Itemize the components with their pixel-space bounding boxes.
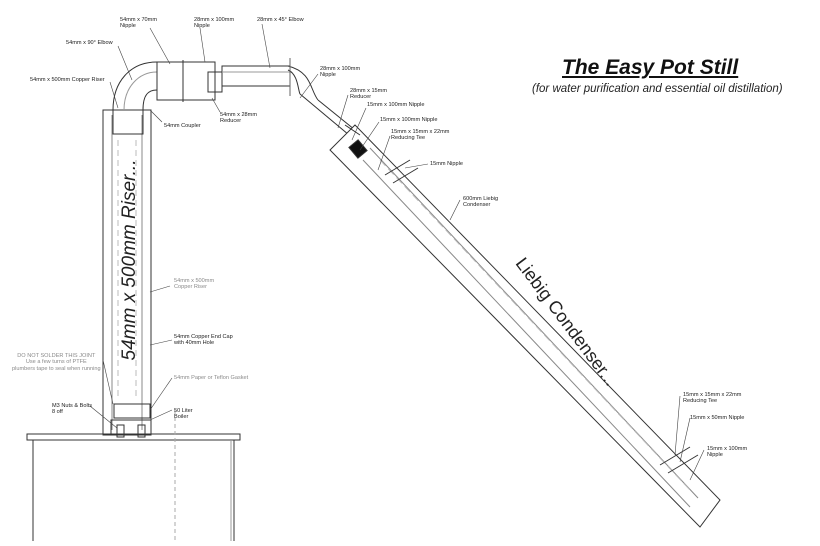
label-no-solder-note: DO NOT SOLDER THIS JOINT Use a few turns… <box>12 353 101 372</box>
label-nipple-15: 15mm Nipple <box>430 161 463 167</box>
riser-caption: 54mm x 500mm Riser... <box>119 159 140 361</box>
label-nipple-15x100-bottom: 15mm x 100mm Nipple <box>707 446 748 459</box>
label-end-cap: 54mm Copper End Cap with 40mm Hole <box>174 334 233 347</box>
label-nipple-54x70: 54mm x 70mm Nipple <box>120 17 157 30</box>
label-nipple-15x100-a: 15mm x 100mm Nipple <box>367 102 425 108</box>
label-nipple-28x100-top: 28mm x 100mm Nipple <box>194 17 235 30</box>
label-copper-riser-54x500: 54mm x 500mm Copper Riser <box>30 77 105 83</box>
label-nuts-bolts: M3 Nuts & Bolts 8 off <box>52 403 93 416</box>
label-nipple-28x100-angled: 28mm x 100mm Nipple <box>320 66 361 79</box>
label-nipple-15x50: 15mm x 50mm Nipple <box>690 415 745 421</box>
label-liebig-600: 600mm Liebig Condenser <box>463 196 499 209</box>
condenser-body <box>299 93 721 528</box>
elbow-45 <box>287 58 319 101</box>
label-tee-15x15x22-top: 15mm x 15mm x 22mm Reducing Tee <box>391 129 450 142</box>
label-elbow-54x90: 54mm x 90° Elbow <box>66 40 113 46</box>
label-elbow-28x45: 28mm x 45° Elbow <box>257 17 304 23</box>
label-coupler-54: 54mm Coupler <box>164 123 201 129</box>
leader-lines <box>89 23 705 481</box>
boiler-drum <box>26 410 241 541</box>
elbow-90 <box>112 61 158 111</box>
label-reducer-54x28: 54mm x 28mm Reducer <box>220 112 257 125</box>
label-reducer-28x15: 28mm x 15mm Reducer <box>350 88 387 101</box>
label-gasket: 54mm Paper or Teflon Gasket <box>174 375 249 381</box>
label-boiler: 50 Liter Boiler <box>174 408 193 421</box>
label-copper-riser-grey: 54mm x 500mm Copper Riser <box>174 278 215 291</box>
label-nipple-15x100-b: 15mm x 100mm Nipple <box>380 117 438 123</box>
diagram-title: The Easy Pot Still <box>562 56 739 79</box>
horizontal-nipples <box>156 60 291 102</box>
copper-riser <box>102 109 152 438</box>
label-tee-15x15x22-bottom: 15mm x 15mm x 22mm Reducing Tee <box>683 392 742 405</box>
diagram-subtitle: (for water purification and essential oi… <box>532 83 783 95</box>
